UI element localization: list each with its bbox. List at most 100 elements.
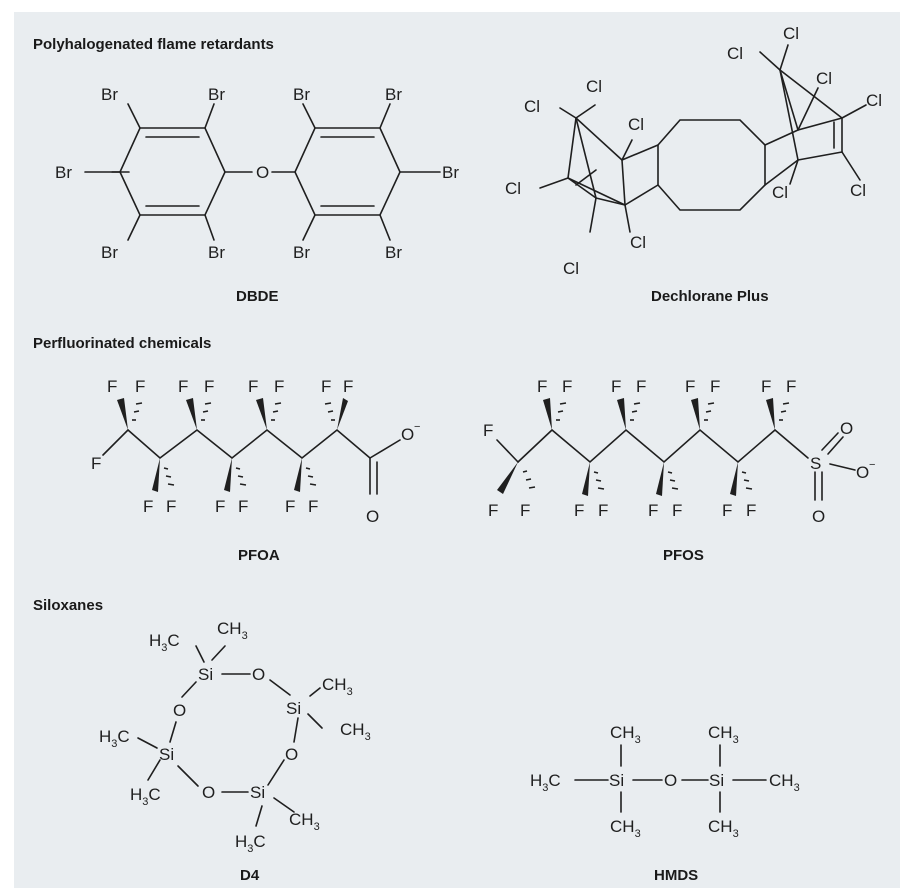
pfos-f: F <box>483 421 493 440</box>
dechlorane-cl: Cl <box>727 44 743 63</box>
pfos-f: F <box>574 501 584 520</box>
dbde-br: Br <box>385 243 402 262</box>
pfos-f: F <box>710 377 720 396</box>
pfoa-o-minus: O <box>401 425 414 444</box>
pfoa-f: F <box>215 497 225 516</box>
d4-si: Si <box>250 783 265 802</box>
pfoa-f: F <box>343 377 353 396</box>
d4-structure: Si O Si O Si O Si O H3C CH3 CH3 CH3 H3C … <box>99 619 371 884</box>
svg-text:H3C: H3C <box>149 631 180 654</box>
label-pfoa: PFOA <box>238 547 280 564</box>
pfoa-structure: F F F F F F F F F F F F F F F O − O PFOA <box>91 377 420 564</box>
pfos-o: O <box>840 419 853 438</box>
dbde-br: Br <box>208 85 225 104</box>
svg-text:CH3: CH3 <box>322 675 353 698</box>
svg-text:CH3: CH3 <box>340 720 371 743</box>
hmds-si: Si <box>709 771 724 790</box>
dbde-br: Br <box>101 85 118 104</box>
dbde-br: Br <box>208 243 225 262</box>
label-dbde: DBDE <box>236 288 279 305</box>
svg-text:H3C: H3C <box>99 727 130 750</box>
pfoa-f: F <box>308 497 318 516</box>
svg-text:CH3: CH3 <box>610 723 641 746</box>
pfoa-f: F <box>166 497 176 516</box>
pfoa-o: O <box>366 507 379 526</box>
pfoa-f: F <box>143 497 153 516</box>
dechlorane-structure: Cl Cl Cl Cl Cl Cl Cl Cl Cl Cl Cl Cl Dech… <box>505 24 882 305</box>
pfoa-f: F <box>321 377 331 396</box>
pfoa-f: F <box>248 377 258 396</box>
d4-o: O <box>202 783 215 802</box>
svg-text:CH3: CH3 <box>610 817 641 840</box>
dbde-br: Br <box>101 243 118 262</box>
svg-text:CH3: CH3 <box>708 723 739 746</box>
pfoa-f: F <box>204 377 214 396</box>
pfoa-f: F <box>238 497 248 516</box>
section-title-siloxanes: Siloxanes <box>33 597 103 614</box>
pfos-f: F <box>488 501 498 520</box>
label-hmds: HMDS <box>654 867 698 884</box>
dbde-br: Br <box>293 243 310 262</box>
d4-si: Si <box>286 699 301 718</box>
pfos-charge: − <box>869 459 875 471</box>
section-title-flame-retardants: Polyhalogenated flame retardants <box>33 36 274 53</box>
svg-text:H3C: H3C <box>530 771 561 794</box>
pfos-structure: F F F F F F F F F F F F F F F F F S O O … <box>483 377 875 564</box>
pfos-f: F <box>672 501 682 520</box>
pfos-f: F <box>598 501 608 520</box>
dechlorane-cl: Cl <box>866 91 882 110</box>
dbde-o: O <box>256 163 269 182</box>
svg-text:CH3: CH3 <box>289 810 320 833</box>
pfos-f: F <box>537 377 547 396</box>
d4-o: O <box>252 665 265 684</box>
dechlorane-cl: Cl <box>772 183 788 202</box>
hmds-o: O <box>664 771 677 790</box>
pfos-f: F <box>746 501 756 520</box>
label-d4: D4 <box>240 867 260 884</box>
dbde-br: Br <box>385 85 402 104</box>
pfoa-charge: − <box>414 421 420 433</box>
label-dechlorane-plus: Dechlorane Plus <box>651 288 769 305</box>
dechlorane-cl: Cl <box>563 259 579 278</box>
svg-text:CH3: CH3 <box>769 771 800 794</box>
hmds-structure: Si O Si H3C CH3 CH3 CH3 CH3 CH3 HMDS <box>530 723 800 884</box>
pfoa-f: F <box>178 377 188 396</box>
dechlorane-cl: Cl <box>816 69 832 88</box>
pfos-f: F <box>685 377 695 396</box>
pfoa-f: F <box>91 454 101 473</box>
pfoa-f: F <box>285 497 295 516</box>
pfos-f: F <box>648 501 658 520</box>
pfos-f: F <box>611 377 621 396</box>
pfoa-f: F <box>107 377 117 396</box>
pfos-f: F <box>722 501 732 520</box>
d4-o: O <box>173 701 186 720</box>
d4-si: Si <box>159 745 174 764</box>
dbde-br: Br <box>55 163 72 182</box>
pfos-f: F <box>636 377 646 396</box>
pfos-f: F <box>786 377 796 396</box>
dechlorane-cl: Cl <box>628 115 644 134</box>
pfos-f: F <box>761 377 771 396</box>
svg-text:H3C: H3C <box>235 832 266 855</box>
dechlorane-cl: Cl <box>524 97 540 116</box>
pfos-o: O <box>812 507 825 526</box>
dechlorane-cl: Cl <box>630 233 646 252</box>
dbde-structure: Br Br Br Br Br O Br Br Br Br Br DBDE <box>55 85 459 305</box>
pfos-f: F <box>562 377 572 396</box>
dechlorane-cl: Cl <box>586 77 602 96</box>
svg-text:CH3: CH3 <box>708 817 739 840</box>
hmds-si: Si <box>609 771 624 790</box>
dbde-br: Br <box>293 85 310 104</box>
label-pfos: PFOS <box>663 547 704 564</box>
dechlorane-cl: Cl <box>783 24 799 43</box>
dechlorane-cl: Cl <box>505 179 521 198</box>
pfoa-f: F <box>135 377 145 396</box>
svg-text:CH3: CH3 <box>217 619 248 642</box>
d4-si: Si <box>198 665 213 684</box>
dbde-br: Br <box>442 163 459 182</box>
section-title-perfluorinated: Perfluorinated chemicals <box>33 335 211 352</box>
dechlorane-cl: Cl <box>850 181 866 200</box>
svg-text:H3C: H3C <box>130 785 161 808</box>
pfoa-f: F <box>274 377 284 396</box>
